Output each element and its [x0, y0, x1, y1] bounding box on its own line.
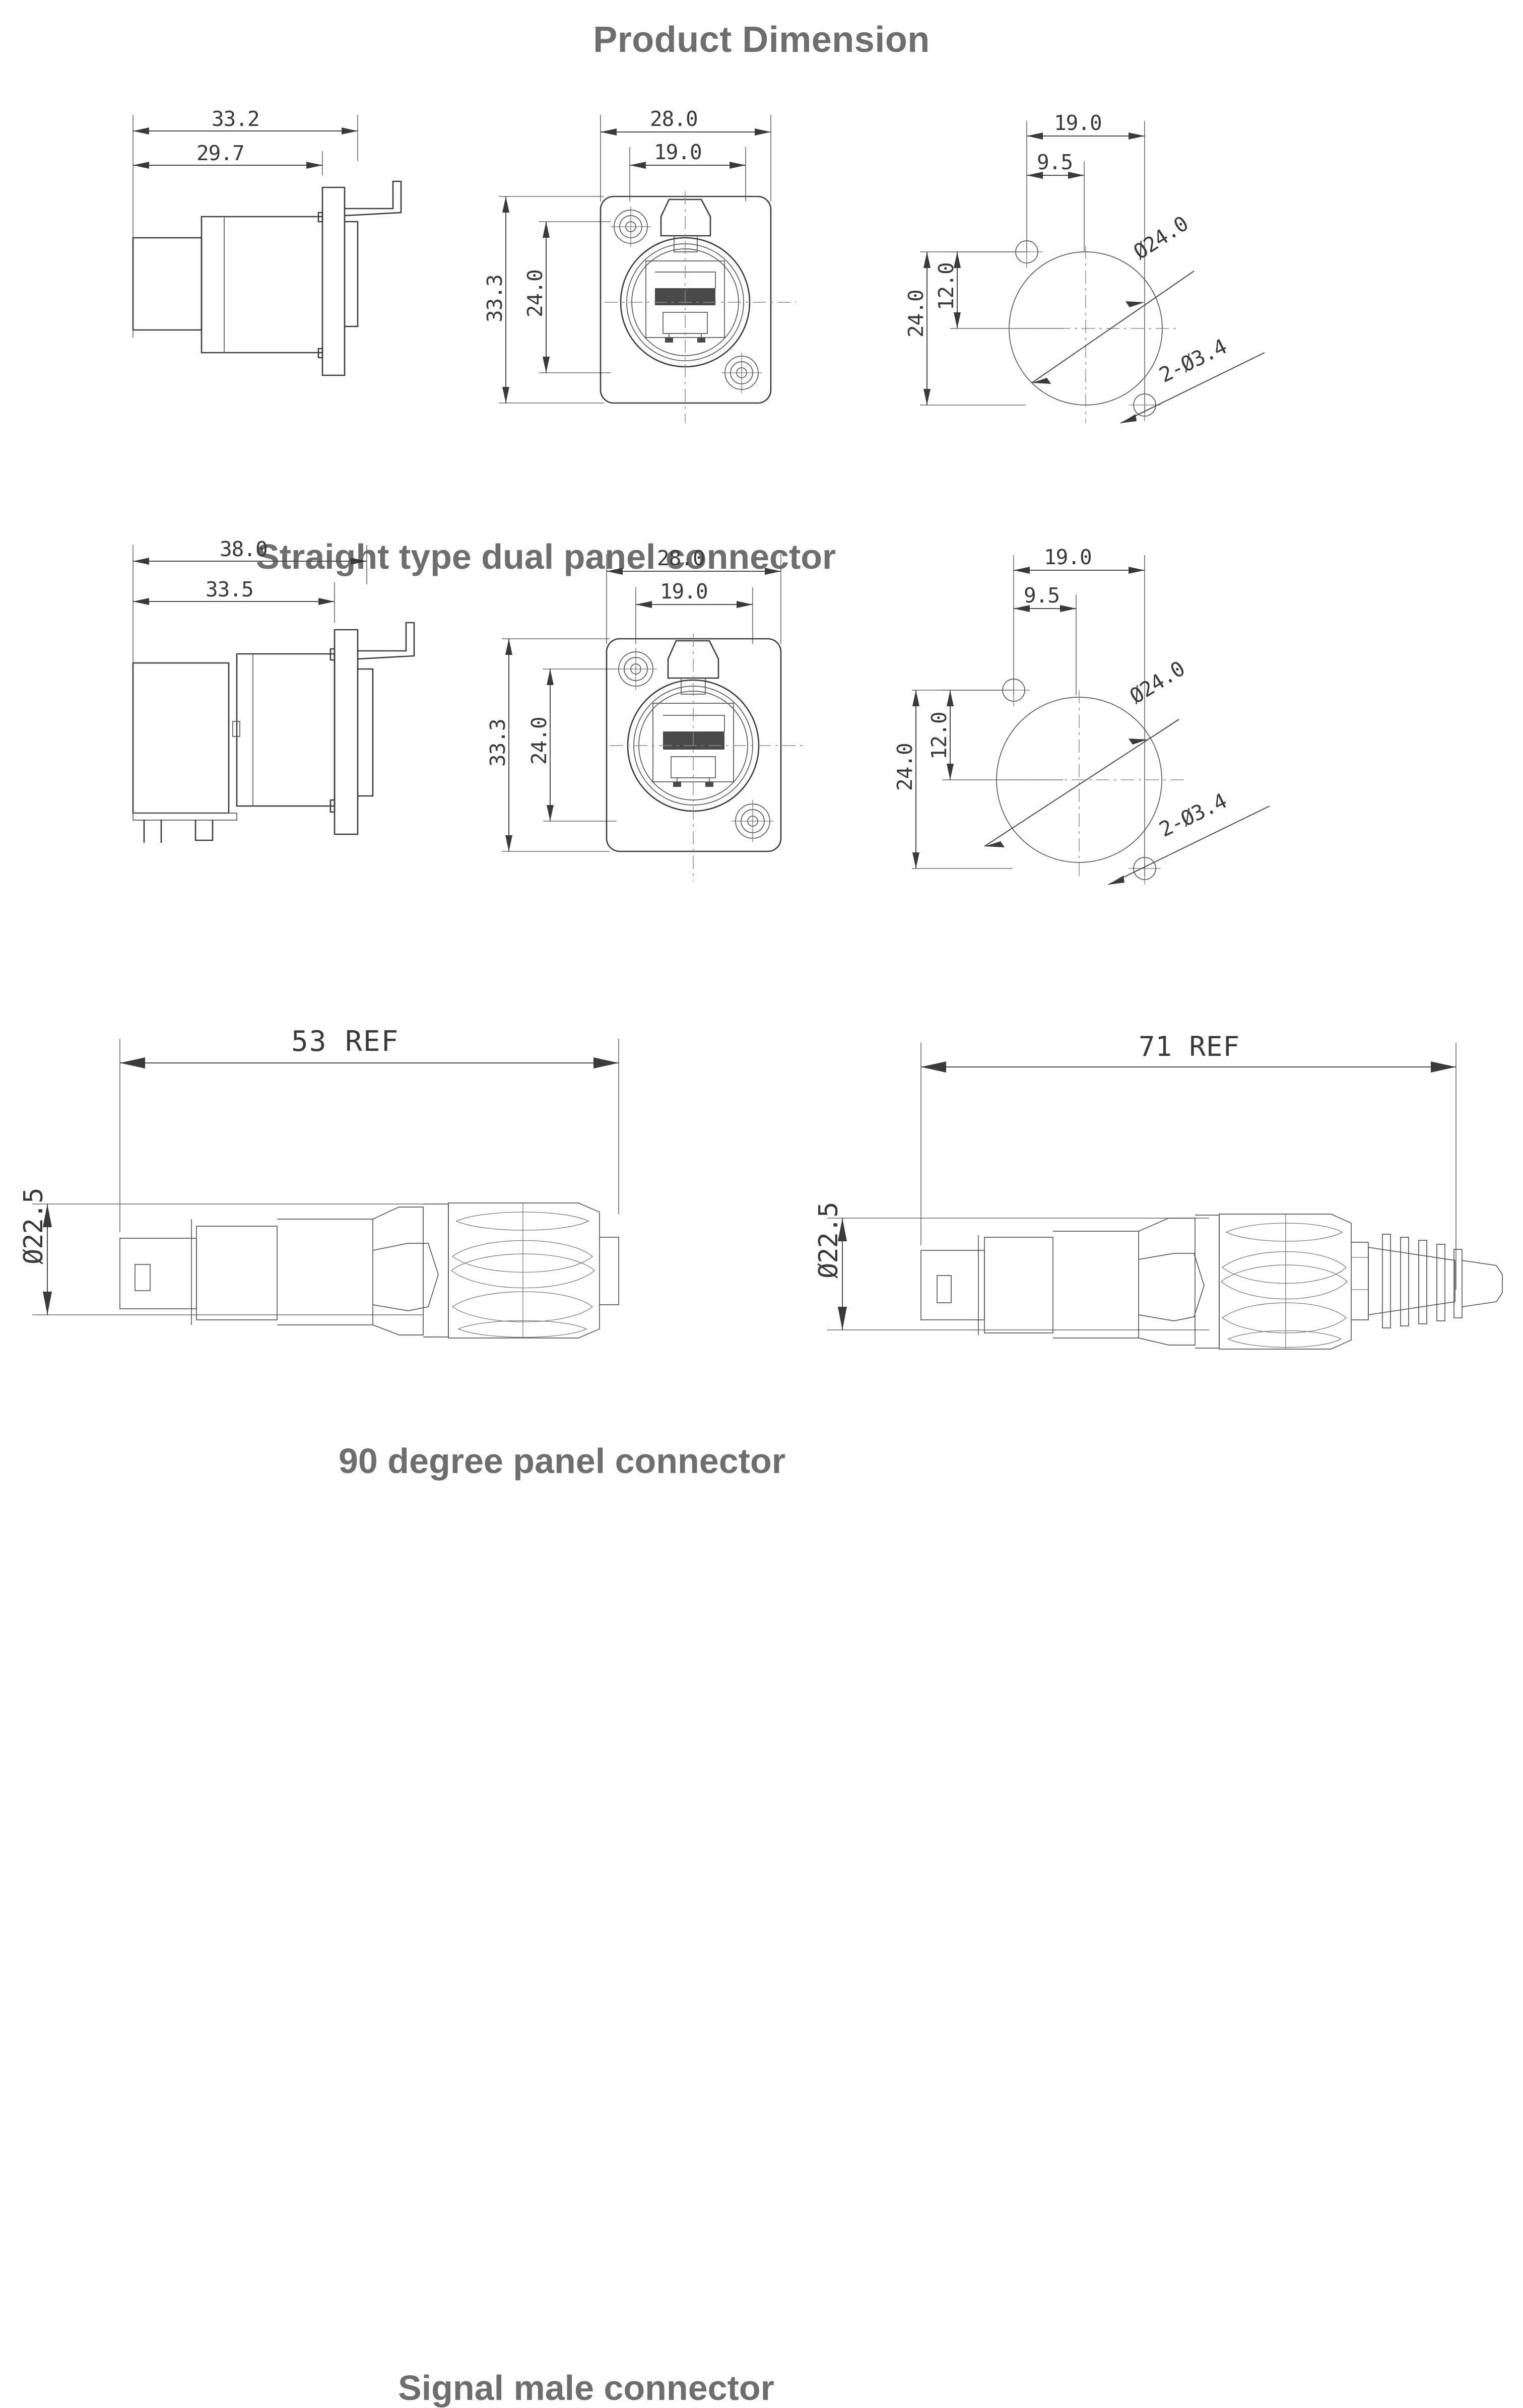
knurl-pattern — [450, 1212, 595, 1338]
svg-text:Ø22.5: Ø22.5 — [814, 1202, 844, 1279]
dimension-24-0: 24.0 — [523, 221, 611, 373]
section-signal-male-connector: 53 REF Ø22.5 — [0, 1002, 1523, 2407]
dimension-71-ref: 71 REF — [920, 1031, 1456, 1290]
dimension-dia-22-5: Ø22.5 — [19, 1188, 423, 1315]
dimension-12-0: 12.0 — [927, 690, 1063, 780]
svg-text:2-Ø3.4: 2-Ø3.4 — [1155, 335, 1230, 387]
dimension-33-2: 33.2 — [133, 107, 358, 338]
page-title: Product Dimension — [593, 20, 930, 60]
svg-text:33.2: 33.2 — [212, 107, 259, 131]
dimension-38-0: 38.0 — [133, 537, 367, 796]
leader-2-dia-3-4: 2-Ø3.4 — [1120, 335, 1265, 424]
screw-hole-top — [1011, 236, 1043, 268]
svg-text:Ø24.0: Ø24.0 — [1129, 212, 1192, 264]
svg-text:12.0: 12.0 — [927, 712, 951, 760]
svg-text:53 REF: 53 REF — [291, 1025, 399, 1058]
straight-side-view: 33.2 29.7 — [121, 101, 443, 423]
section-straight-dual-panel: 33.2 29.7 — [0, 101, 1523, 576]
section-ninety-degree-panel: 38.0 33.5 — [0, 534, 1523, 1481]
svg-text:24.0: 24.0 — [527, 717, 551, 765]
dimension-33-3: 33.3 — [483, 196, 604, 404]
svg-text:28.0: 28.0 — [650, 107, 698, 131]
svg-text:28.0: 28.0 — [657, 546, 705, 570]
mounting-screw-top-left — [611, 207, 651, 247]
dimension-19-0: 19.0 — [635, 579, 753, 644]
dimension-24-0: 24.0 — [893, 690, 1013, 869]
svg-text:33.3: 33.3 — [483, 275, 507, 322]
straight-cutout-view: 19.0 9.5 24.0 — [904, 101, 1295, 433]
svg-text:33.5: 33.5 — [206, 577, 253, 601]
svg-text:Ø22.5: Ø22.5 — [19, 1188, 49, 1264]
ninety-cutout-view: 19.0 9.5 24.0 — [893, 544, 1305, 897]
dimension-19-0: 19.0 — [1026, 111, 1145, 413]
ninety-side-view: 38.0 33.5 — [121, 534, 443, 887]
dimension-19-0: 19.0 — [629, 140, 746, 202]
section-label-straight-dual-panel: Straight type dual panel connector — [256, 537, 836, 576]
strain-relief-boot — [1351, 1234, 1503, 1328]
ninety-front-view: 28.0 19.0 33.3 — [484, 546, 826, 892]
dimension-53-ref: 53 REF — [119, 1025, 619, 1232]
svg-text:19.0: 19.0 — [660, 579, 708, 604]
screw-hole-top — [998, 674, 1030, 706]
svg-text:29.7: 29.7 — [196, 141, 244, 165]
dimension-9-5: 9.5 — [1027, 150, 1085, 252]
svg-text:24.0: 24.0 — [904, 290, 928, 338]
svg-text:Ø24.0: Ø24.0 — [1125, 656, 1189, 708]
screw-hole-bottom — [1129, 852, 1161, 885]
dimension-28-0: 28.0 — [606, 546, 781, 644]
mounting-screw-bottom-right — [732, 800, 774, 842]
svg-text:9.5: 9.5 — [1024, 583, 1060, 608]
dimension-24-0: 24.0 — [527, 668, 617, 822]
svg-text:2-Ø3.4: 2-Ø3.4 — [1155, 789, 1230, 842]
svg-text:24.0: 24.0 — [893, 743, 917, 791]
dimension-33-3: 33.3 — [486, 638, 610, 852]
dimension-9-5: 9.5 — [1014, 583, 1077, 695]
signal-plug-long-view: 71 REF Ø22.5 — [814, 1008, 1521, 1360]
mounting-screw-bottom-right — [721, 353, 762, 393]
screw-hole-bottom — [1129, 389, 1161, 421]
svg-text:19.0: 19.0 — [654, 140, 702, 164]
signal-plug-short-view: 53 REF Ø22.5 — [19, 1002, 695, 1355]
dimension-29-7: 29.7 — [133, 141, 323, 175]
svg-text:71 REF: 71 REF — [1139, 1031, 1240, 1062]
section-label-ninety-degree-panel: 90 degree panel connector — [339, 1441, 785, 1481]
leader-2-dia-3-4: 2-Ø3.4 — [1108, 789, 1270, 885]
svg-text:38.0: 38.0 — [220, 537, 268, 561]
dimension-19-0: 19.0 — [1013, 545, 1145, 877]
dimension-12-0: 12.0 — [934, 251, 1063, 329]
svg-text:24.0: 24.0 — [523, 270, 547, 317]
mounting-screw-top-left — [615, 648, 657, 690]
knurl-pattern — [1220, 1223, 1348, 1348]
dimension-28-0: 28.0 — [600, 107, 771, 202]
dimension-dia-22-5: Ø22.5 — [814, 1202, 1209, 1330]
product-dimension-page: Product Dimension 33.2 — [0, 20, 1523, 2407]
straight-front-view: 28.0 19.0 33.3 — [483, 101, 816, 433]
svg-text:9.5: 9.5 — [1037, 150, 1073, 174]
svg-text:33.3: 33.3 — [486, 719, 510, 767]
dimension-33-5: 33.5 — [133, 577, 335, 623]
dimension-24-0: 24.0 — [904, 251, 1026, 406]
section-label-signal-male-connector: Signal male connector — [398, 2368, 774, 2407]
svg-text:19.0: 19.0 — [1054, 111, 1102, 135]
svg-text:12.0: 12.0 — [934, 262, 958, 310]
svg-text:19.0: 19.0 — [1044, 545, 1092, 569]
leader-dia-24-0: Ø24.0 — [1031, 212, 1195, 384]
